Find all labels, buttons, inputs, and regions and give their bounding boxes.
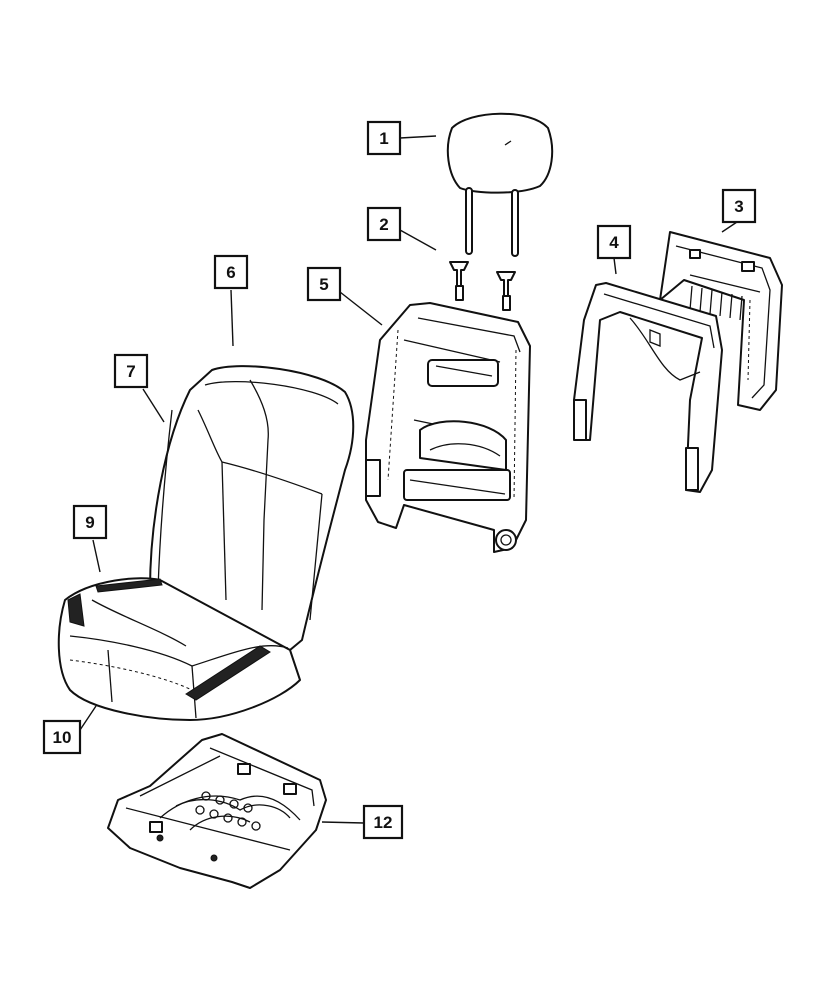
- callout-6: 6: [213, 254, 249, 290]
- callout-6-label: 6: [226, 263, 235, 282]
- part-seat-cover: [57, 365, 355, 721]
- part-back-frame: [365, 302, 531, 553]
- callout-4-label: 4: [609, 233, 619, 252]
- callout-5-label: 5: [319, 275, 328, 294]
- callout-3-label: 3: [734, 197, 743, 216]
- callout-10: 10: [42, 719, 82, 755]
- callout-10-label: 10: [53, 728, 72, 747]
- part-cushion-pan: [107, 733, 327, 889]
- callout-12-label: 12: [374, 813, 393, 832]
- callout-5: 5: [306, 266, 342, 302]
- callout-9-label: 9: [85, 513, 94, 532]
- part-headrest-guides: [449, 261, 516, 311]
- callout-4: 4: [596, 224, 632, 260]
- callout-2-label: 2: [379, 215, 388, 234]
- callout-1-label: 1: [379, 129, 388, 148]
- part-headrest: [446, 112, 554, 257]
- callout-1: 1: [366, 120, 402, 156]
- callout-3: 3: [721, 188, 757, 224]
- part-back-trim-frame: [573, 282, 723, 493]
- panel-slats: [689, 285, 743, 321]
- part-back-panel: [659, 231, 783, 411]
- callout-12: 12: [362, 804, 404, 840]
- callout-9: 9: [72, 504, 108, 540]
- callout-7-label: 7: [126, 362, 135, 381]
- callout-2: 2: [366, 206, 402, 242]
- leader-lines: [79, 135, 738, 824]
- callout-7: 7: [113, 353, 149, 389]
- pan-springs: [195, 791, 261, 831]
